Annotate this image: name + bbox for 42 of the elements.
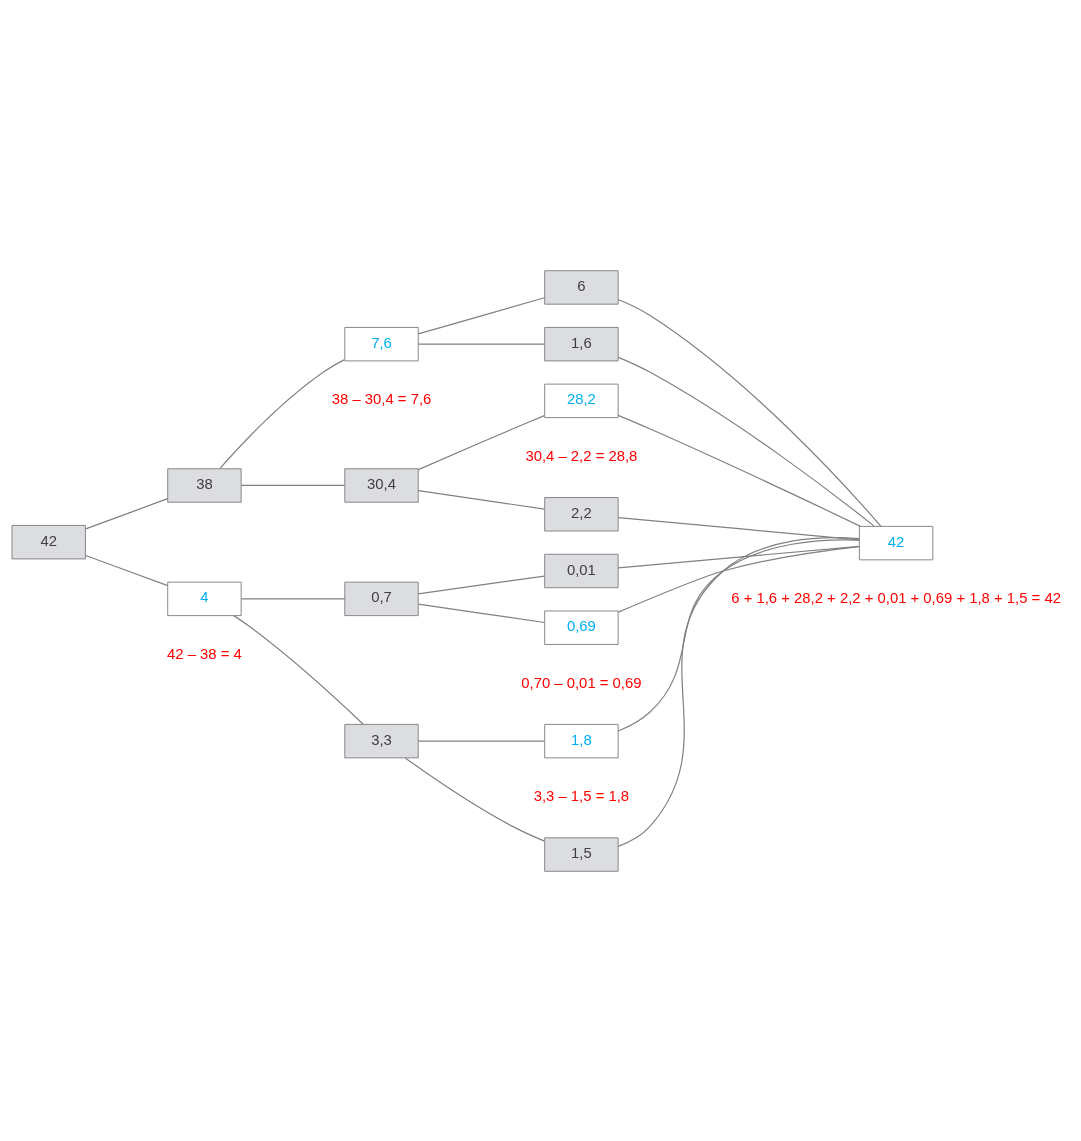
node-label: 6 + 1,6 + 28,2 + 2,2 + 0,01 + 0,69 + 1,8 + 1,5 = 42 [731, 589, 1061, 606]
node-box: 28,2 [544, 383, 619, 418]
connector [417, 414, 545, 470]
node-box: 30,4 [344, 467, 419, 503]
connector [240, 597, 346, 599]
connector [617, 545, 860, 613]
connector [85, 554, 169, 586]
node-box: 0,7 [344, 581, 419, 616]
node-label: 38 – 30,4 = 7,6 [331, 390, 432, 407]
node-box: 3,3 [344, 723, 419, 758]
connector [617, 538, 860, 732]
node-box: 1,8 [544, 723, 619, 758]
connector [240, 484, 346, 486]
node-box: 0,69 [544, 610, 619, 645]
connector [417, 296, 546, 334]
node-box: 38 [167, 467, 242, 503]
connector [219, 358, 346, 469]
connector [417, 740, 546, 742]
node-box: 4 [167, 581, 242, 616]
node-label: 0,70 – 0,01 = 0,69 [521, 674, 642, 691]
connector [417, 574, 546, 594]
connector [417, 603, 546, 623]
connector [233, 614, 364, 725]
connector [417, 343, 546, 345]
node-box: 42 [11, 524, 86, 559]
connector [417, 489, 546, 510]
node-box: 6 [544, 269, 619, 305]
node-box: 0,01 [544, 553, 619, 588]
connector [404, 756, 546, 842]
node-box: 42 [858, 525, 934, 560]
node-box: 1,5 [544, 836, 619, 872]
node-label: 3,3 – 1,5 = 1,8 [533, 787, 630, 804]
connector [617, 298, 882, 527]
node-box: 7,6 [344, 326, 419, 361]
node-box: 2,2 [544, 496, 619, 531]
node-label: 30,4 – 2,2 = 28,8 [525, 447, 638, 464]
node-label: 42 – 38 = 4 [167, 645, 242, 662]
connector [617, 414, 862, 527]
connector [617, 536, 860, 847]
node-box: 1,6 [544, 326, 619, 361]
connector [85, 497, 169, 529]
connector [617, 356, 875, 527]
